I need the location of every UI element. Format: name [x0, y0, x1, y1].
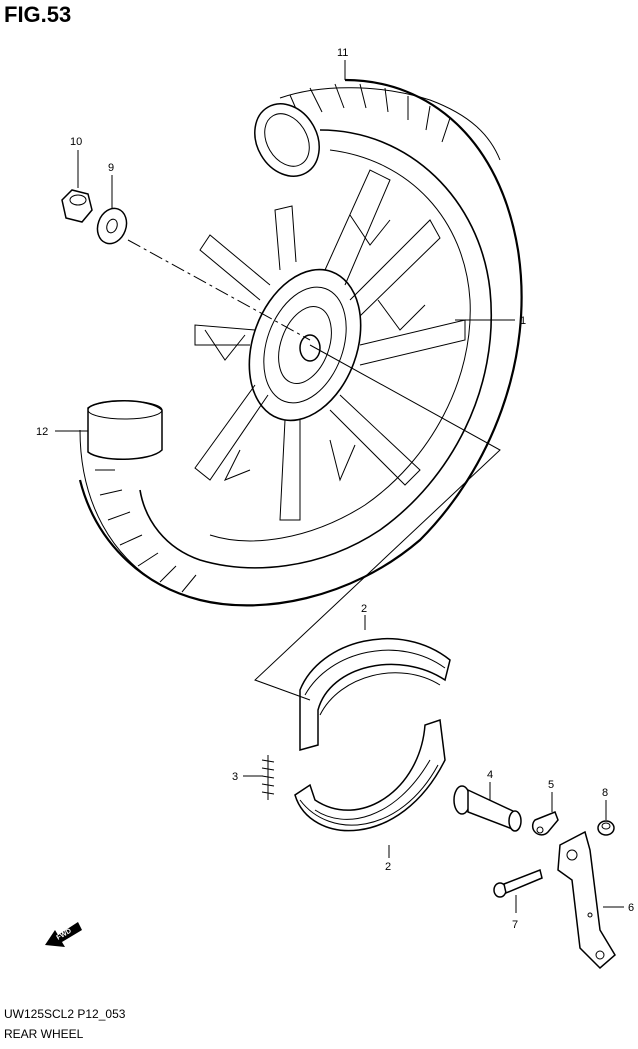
callout-labels: 1 2 2 3 4 5 6 7 8 9 10 11 12: [36, 47, 634, 931]
tire-outline: [78, 78, 523, 607]
brake-shoe-lower: [294, 718, 446, 832]
brake-lever: [557, 830, 616, 970]
leader-lines: [55, 60, 624, 913]
figure-title: FIG.53: [4, 2, 72, 27]
tire-section-upper: [254, 103, 320, 177]
callout-3: 3: [232, 771, 238, 783]
callout-8: 8: [602, 787, 608, 799]
figure-name: REAR WHEEL: [4, 1027, 84, 1041]
brake-camshaft: [453, 785, 522, 832]
callout-4: 4: [487, 769, 493, 781]
nut-8: [597, 820, 615, 836]
axle-nut: [61, 189, 93, 223]
washer: [96, 207, 128, 245]
wheel-spokes: [194, 169, 466, 521]
callout-11: 11: [337, 47, 348, 59]
callout-12: 12: [36, 426, 48, 438]
fwd-arrow-icon: FWD: [45, 922, 82, 947]
wheel-hub: [248, 268, 362, 422]
brake-spring: [261, 755, 275, 800]
callout-10: 10: [70, 136, 82, 148]
callout-2-lower: 2: [385, 861, 391, 873]
tire-section-lower: [87, 400, 163, 460]
wear-indicator: [531, 811, 559, 836]
callout-7: 7: [512, 919, 518, 931]
brake-shoe-upper: [299, 638, 451, 751]
callout-1: 1: [520, 315, 526, 327]
bolt-7: [493, 868, 543, 898]
callout-6: 6: [628, 902, 634, 914]
callout-5: 5: [548, 779, 554, 791]
callout-2-upper: 2: [361, 603, 367, 615]
figure-code: UW125SCL2 P12_053: [4, 1007, 126, 1021]
callout-9: 9: [108, 162, 114, 174]
